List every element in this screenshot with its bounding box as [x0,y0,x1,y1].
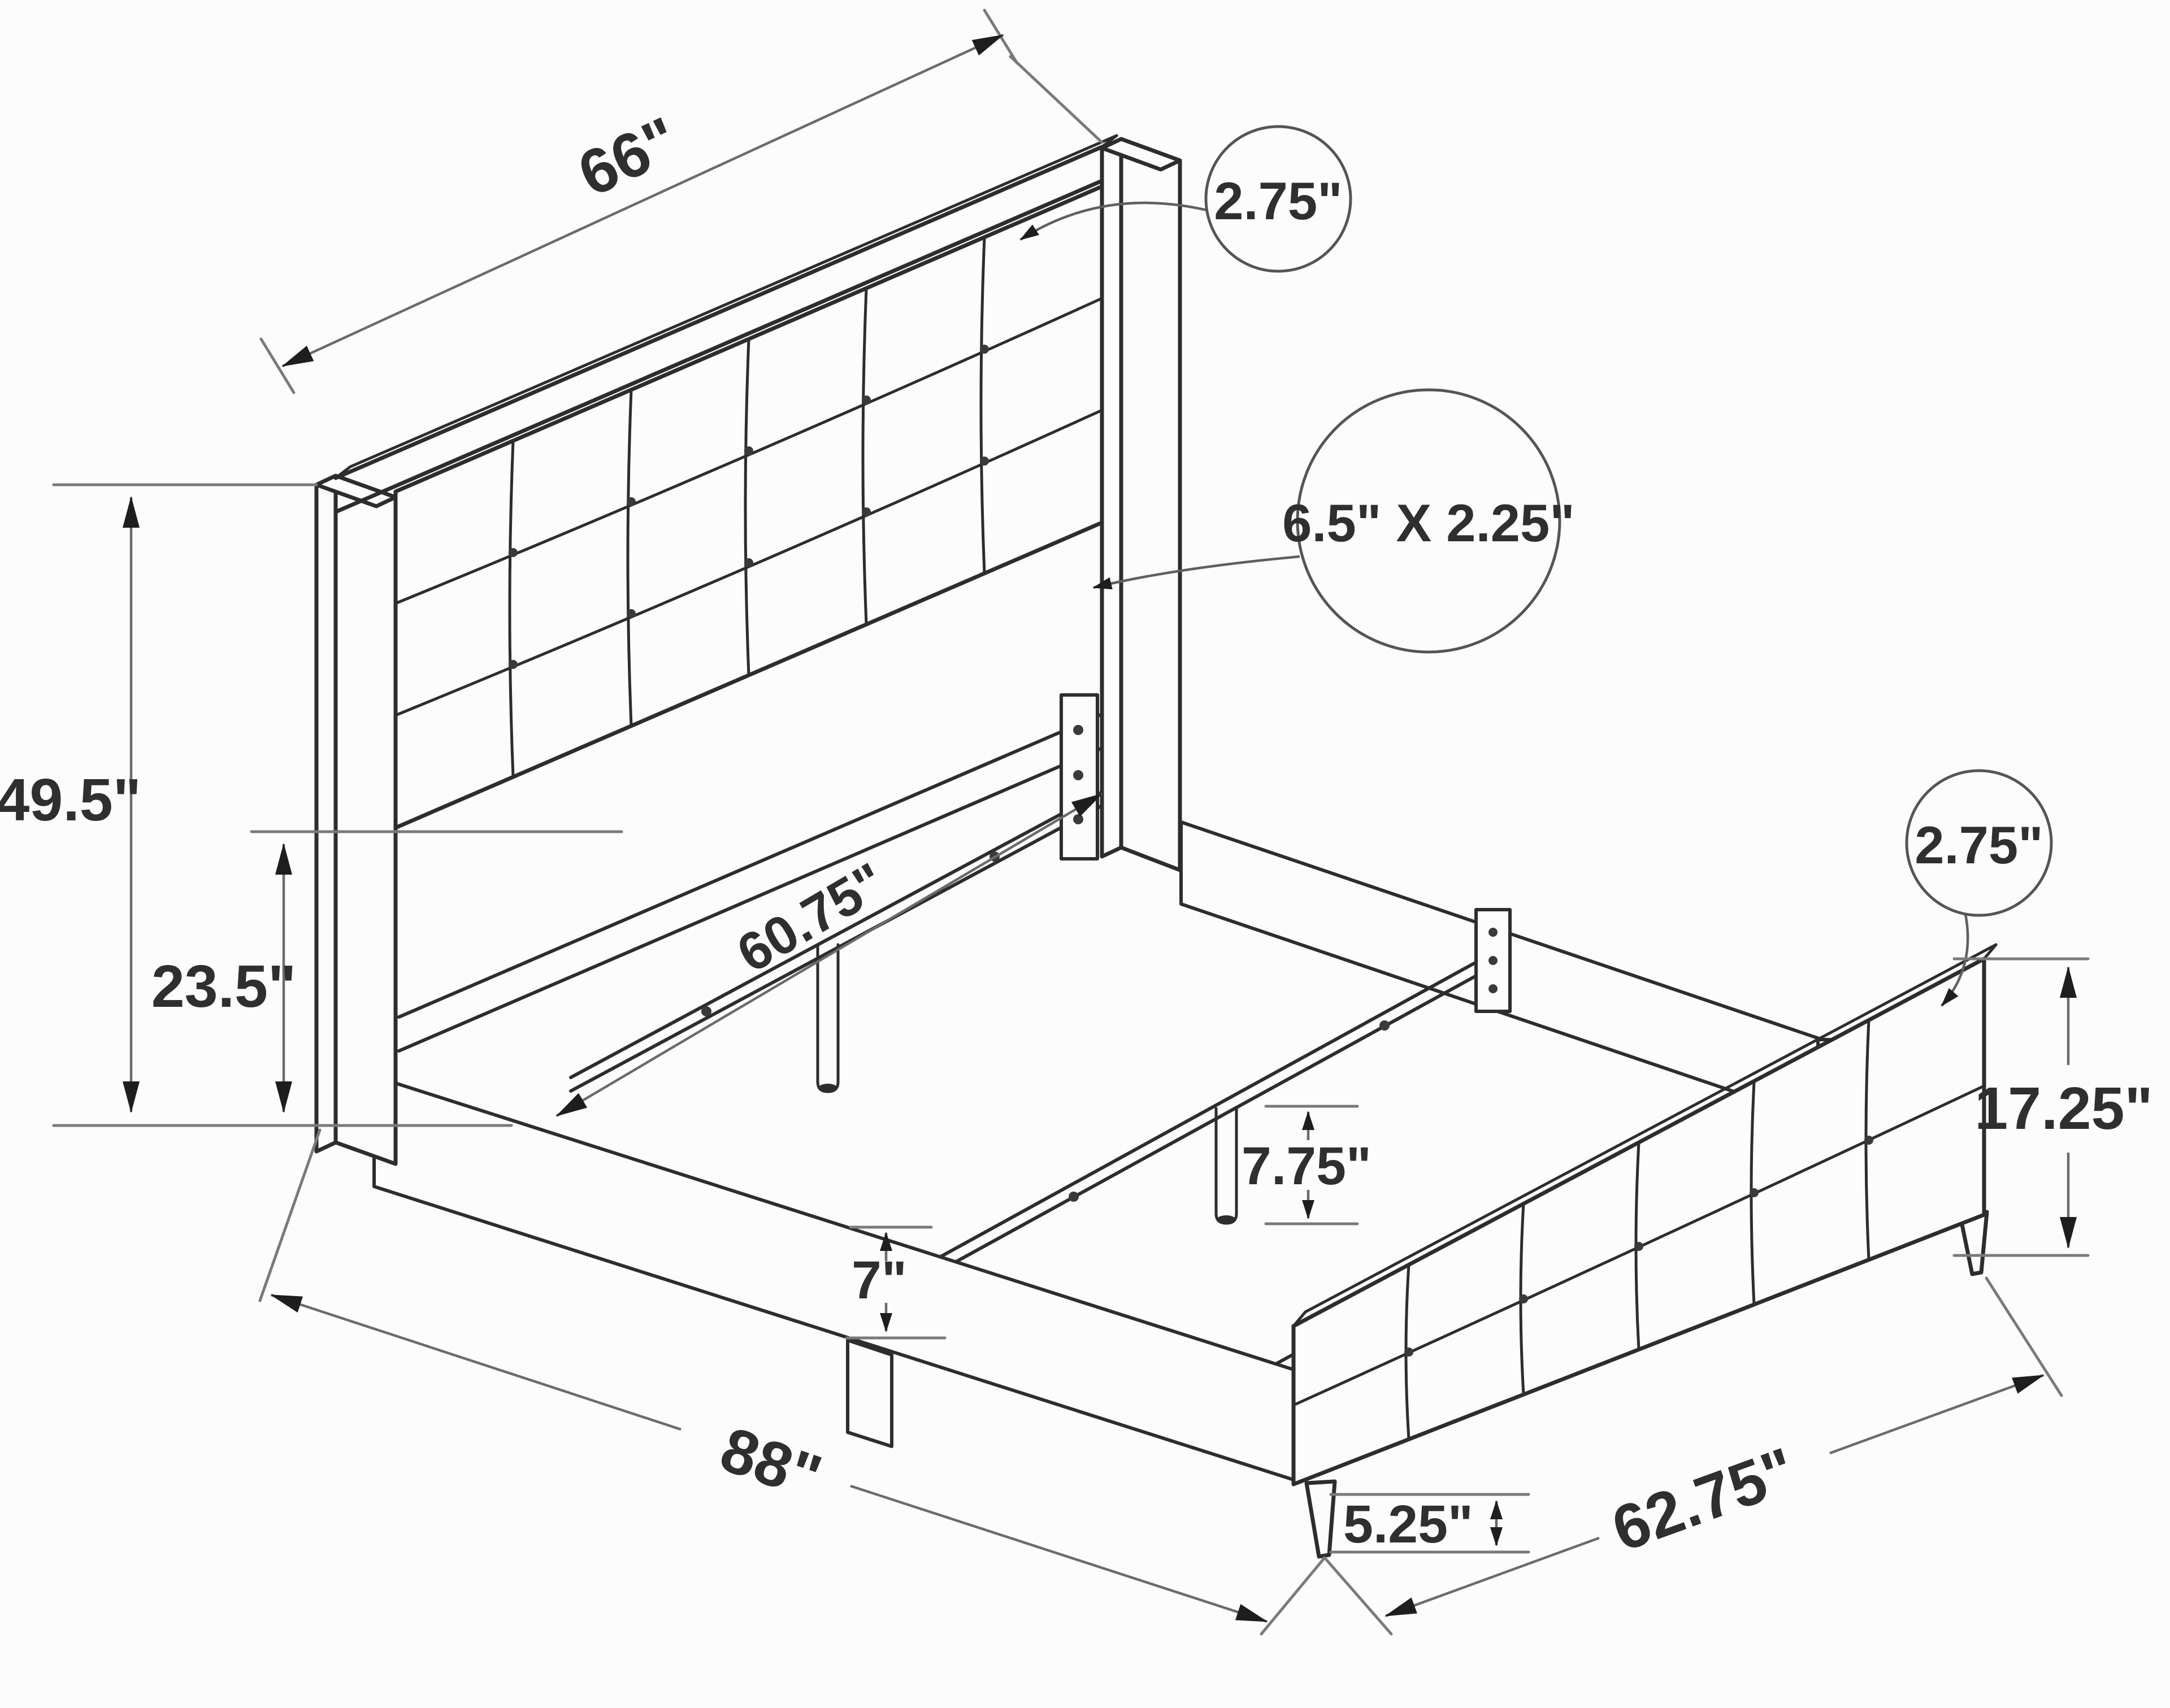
dim-headboard-lower-height: 23.5" [151,830,623,1113]
dim-footboard-height: 17.25" [1952,957,2153,1257]
headboard-left-post [314,473,398,1166]
callout-post-cross-section: 6.5" X 2.25" [1092,388,1575,654]
dim-slat-leg-height: 7.75" [1242,1105,1372,1225]
footboard [1291,943,1998,1559]
support-slat-middle [909,908,1512,1288]
callout-footboard-frame-thickness: 2.75" [1905,769,2053,1007]
slat-leg [816,943,840,1093]
dim-side-rail-depth: 7" [845,1225,947,1340]
headboard-bracket [1060,693,1099,860]
dim-slat-length: 60.75" [555,793,1103,1117]
dim-label-headboard-frame-thickness: 2.75" [1214,171,1343,231]
dim-label-slat-leg-height: 7.75" [1242,1136,1372,1196]
dim-label-footboard-width: 62.75" [1603,1434,1804,1564]
dim-label-footboard-height: 17.25" [1974,1075,2153,1142]
dim-label-bed-length: 88" [712,1414,830,1513]
headboard-right-post [1100,137,1182,872]
slat-bracket [1474,908,1512,1013]
footboard-front-leg [1304,1479,1337,1559]
dim-headboard-height: 49.5" [0,483,513,1127]
dim-label-headboard-lower-height: 23.5" [151,953,297,1020]
dim-label-footboard-frame-thickness: 2.75" [1915,815,2043,875]
dim-footboard-leg-height: 5.25" [1329,1493,1530,1554]
dim-label-headboard-width: 66" [568,103,689,210]
callout-headboard-frame-thickness: 2.75" [1019,125,1352,273]
dim-label-side-rail-depth: 7" [852,1250,907,1310]
dim-label-headboard-height: 49.5" [0,767,141,833]
headboard-tufted-panel [393,184,1104,830]
dim-label-footboard-leg-height: 5.25" [1343,1494,1473,1554]
slat-leg [1214,1107,1238,1225]
dim-label-post-cross-section: 6.5" X 2.25" [1282,493,1575,553]
